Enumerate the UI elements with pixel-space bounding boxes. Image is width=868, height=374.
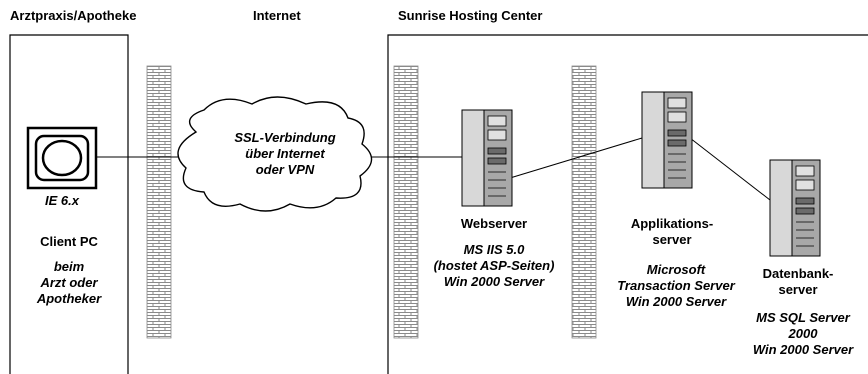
webserver-detail-line: Win 2000 Server bbox=[443, 274, 545, 289]
dbserver-detail-line: Win 2000 Server bbox=[752, 342, 854, 357]
appserver-icon bbox=[641, 91, 693, 189]
webserver-details: MS IIS 5.0 (hostet ASP-Seiten) Win 2000 … bbox=[428, 242, 560, 290]
internet-cloud bbox=[177, 96, 373, 212]
hosting-zone-border bbox=[387, 34, 868, 374]
cloud-label-line: oder VPN bbox=[255, 162, 315, 177]
app-to-db-line bbox=[689, 137, 771, 201]
client-desc-line: Arzt oder bbox=[40, 275, 98, 290]
zone-practice-label: Arztpraxis/Apotheke bbox=[10, 8, 137, 23]
firewall-internal bbox=[571, 65, 597, 339]
dbserver-detail-line: MS SQL Server bbox=[756, 310, 850, 325]
cloud-label-line: SSL-Verbindung bbox=[234, 130, 336, 145]
dbserver-name-line: Datenbank- bbox=[762, 266, 834, 281]
cloud-label: SSL-Verbindung über Internet oder VPN bbox=[200, 130, 370, 178]
webserver-name: Webserver bbox=[460, 216, 528, 231]
client-desc-line: beim bbox=[53, 259, 85, 274]
webserver-detail-line: (hostet ASP-Seiten) bbox=[433, 258, 555, 273]
firewall-internet bbox=[146, 65, 172, 339]
practice-zone-border bbox=[9, 34, 129, 374]
appserver-details: Microsoft Transaction Server Win 2000 Se… bbox=[612, 262, 740, 310]
firewall-hosting-entry bbox=[393, 65, 419, 339]
appserver-detail-line: Microsoft bbox=[646, 262, 706, 277]
web-to-app-line bbox=[509, 137, 643, 179]
monitor-icon bbox=[26, 126, 98, 190]
client-name-label: Client PC bbox=[40, 234, 98, 249]
webserver-icon bbox=[461, 109, 513, 207]
webserver-detail-line: MS IIS 5.0 bbox=[463, 242, 525, 257]
dbserver-icon bbox=[769, 159, 821, 257]
appserver-detail-line: Win 2000 Server bbox=[625, 294, 727, 309]
appserver-detail-line: Transaction Server bbox=[617, 278, 735, 293]
zone-hosting-label: Sunrise Hosting Center bbox=[398, 8, 543, 23]
client-desc-line: Apotheker bbox=[36, 291, 102, 306]
dbserver-name-line: server bbox=[778, 282, 818, 297]
dbserver-name: Datenbank- server bbox=[748, 266, 848, 298]
cloud-label-line: über Internet bbox=[245, 146, 325, 161]
client-browser-label: IE 6.x bbox=[45, 193, 79, 208]
zone-internet-label: Internet bbox=[253, 8, 301, 23]
appserver-name-line: Applikations- bbox=[630, 216, 714, 231]
client-desc: beim Arzt oder Apotheker bbox=[12, 259, 126, 307]
dbserver-details: MS SQL Server 2000 Win 2000 Server bbox=[740, 310, 866, 358]
appserver-name-line: server bbox=[652, 232, 692, 247]
appserver-name: Applikations- server bbox=[620, 216, 724, 248]
dbserver-detail-line: 2000 bbox=[788, 326, 818, 341]
